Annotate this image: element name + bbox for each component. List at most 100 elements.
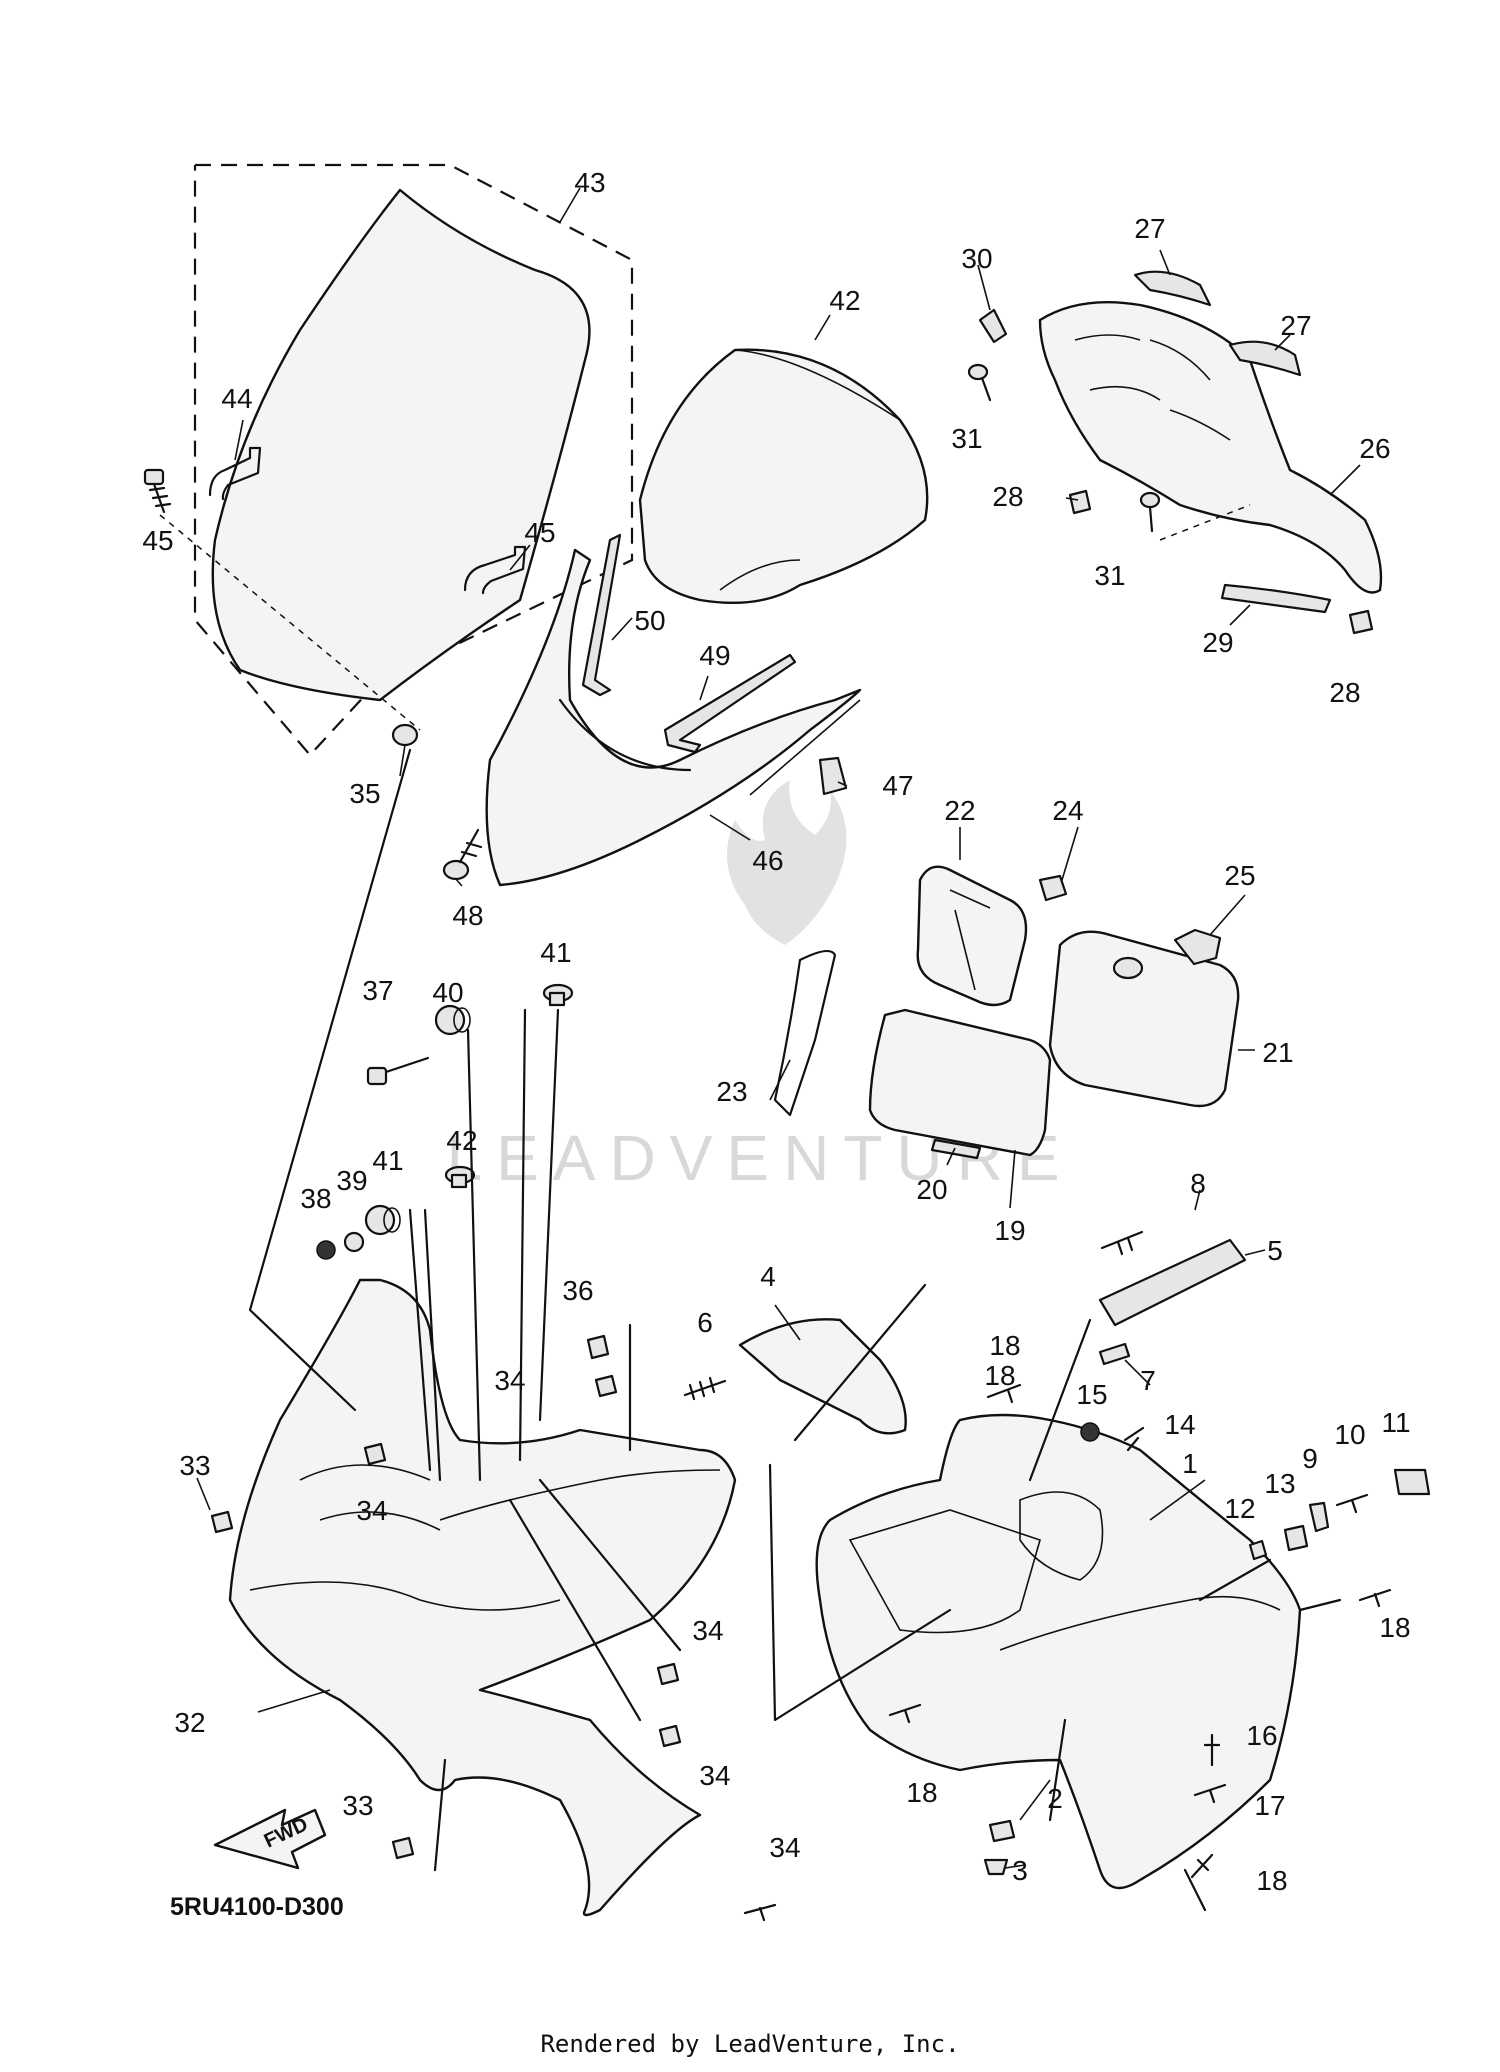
- footer-credit: Rendered by LeadVenture, Inc.: [540, 2030, 959, 2058]
- pad-11: [1393, 1468, 1431, 1496]
- strip-20: [930, 1138, 982, 1160]
- callout: 45: [524, 517, 555, 548]
- callout: 34: [356, 1495, 387, 1526]
- bracket-4: [738, 1318, 907, 1435]
- callout: 2: [1047, 1783, 1063, 1814]
- callout: 22: [944, 795, 975, 826]
- nut-33-a: [210, 1510, 234, 1534]
- callout: 18: [1256, 1865, 1287, 1896]
- callout: 24: [1052, 795, 1083, 826]
- callout: 40: [432, 977, 463, 1008]
- nut-28-right: [1348, 609, 1374, 635]
- callout: 27: [1280, 310, 1311, 341]
- bolt-38: [366, 1056, 430, 1086]
- callout: 34: [699, 1760, 730, 1791]
- callout: 34: [692, 1615, 723, 1646]
- inner-body: [815, 1413, 1302, 1890]
- callout: 49: [699, 640, 730, 671]
- bracket-45-left: [208, 446, 262, 501]
- seal-23: [773, 949, 837, 1117]
- collar-42-top: [542, 983, 574, 1007]
- callout: 14: [1164, 1409, 1195, 1440]
- leader-lines: [196, 187, 1361, 1869]
- callout: 43: [574, 167, 605, 198]
- callout: 9: [1302, 1443, 1318, 1474]
- screw-31-left: [967, 363, 992, 402]
- callout: 13: [1264, 1468, 1295, 1499]
- callout: 28: [1329, 677, 1360, 708]
- diagram-code: 5RU4100-D300: [170, 1893, 344, 1921]
- grommet-41-top: [434, 1004, 471, 1036]
- cover-27-left: [1133, 270, 1212, 307]
- nut-13: [1283, 1524, 1309, 1552]
- bracket-22: [916, 865, 1028, 1007]
- callout: 33: [342, 1790, 373, 1821]
- callout: 26: [1359, 433, 1390, 464]
- lid-seal: [868, 1008, 1052, 1157]
- nut-7: [1098, 1342, 1131, 1366]
- callout: 1: [1182, 1448, 1198, 1479]
- callout: 3: [1012, 1855, 1028, 1886]
- callout: 38: [300, 1183, 331, 1214]
- callout: 41: [540, 937, 571, 968]
- callout: 39: [336, 1165, 367, 1196]
- clip-37: [586, 1334, 610, 1360]
- callout: 42: [446, 1125, 477, 1156]
- bolt-46: [143, 468, 172, 514]
- callout: 21: [1262, 1037, 1293, 1068]
- windshield: [211, 188, 591, 702]
- callout: 32: [174, 1707, 205, 1738]
- callout: 18: [1379, 1612, 1410, 1643]
- callout: 19: [994, 1215, 1025, 1246]
- screw-31-right: [1139, 491, 1161, 533]
- nut-34-c: [656, 1662, 680, 1686]
- stay-5: [1098, 1238, 1247, 1327]
- clip-9: [1308, 1501, 1330, 1533]
- nut-33-b: [391, 1836, 415, 1860]
- callout: 7: [1140, 1365, 1156, 1396]
- clip-48: [818, 756, 848, 796]
- cover-27-right: [1228, 340, 1302, 377]
- grommet-36: [391, 723, 419, 747]
- nut-34-d: [658, 1724, 682, 1748]
- callout: 10: [1334, 1419, 1365, 1450]
- clip-30: [978, 308, 1008, 344]
- callout: 47: [882, 770, 913, 801]
- strip-51: [581, 533, 622, 697]
- front-cowl: [228, 1278, 737, 1917]
- bracket-45-right: [463, 545, 527, 595]
- handlebar-cover: [1038, 300, 1383, 594]
- callout: 23: [716, 1076, 747, 1107]
- washer-15: [1080, 1422, 1100, 1442]
- collar-42-bottom: [444, 1165, 476, 1189]
- nut-28-left: [1068, 489, 1092, 515]
- callout: 18: [989, 1330, 1020, 1361]
- washer-40: [343, 1231, 365, 1253]
- callout: 28: [992, 481, 1023, 512]
- callout: 29: [1202, 627, 1233, 658]
- callout: 31: [1094, 560, 1125, 591]
- callout: 18: [984, 1360, 1015, 1391]
- callout: 34: [494, 1365, 525, 1396]
- callout: 17: [1254, 1790, 1285, 1821]
- callout: 12: [1224, 1493, 1255, 1524]
- screw-49: [442, 828, 483, 881]
- grommet-3: [983, 1858, 1009, 1876]
- assembly-lines: [248, 748, 1342, 1912]
- callout: 20: [916, 1174, 947, 1205]
- callouts: 1 2 3 4 5 6 7 8 9 10 11 12 13 14 15 16 1…: [142, 167, 1410, 1896]
- callout: 50: [634, 605, 665, 636]
- nut-34-a: [594, 1374, 618, 1398]
- callout: 27: [1134, 213, 1165, 244]
- callout: 31: [951, 423, 982, 454]
- lid-21: [1048, 930, 1240, 1108]
- callout: 34: [769, 1832, 800, 1863]
- clip-24: [1038, 874, 1068, 902]
- callout: 35: [349, 778, 380, 809]
- nut-34-b: [363, 1442, 387, 1466]
- callout: 46: [752, 845, 783, 876]
- callout: 33: [179, 1450, 210, 1481]
- latch-25: [1173, 928, 1222, 966]
- callout: 44: [221, 383, 252, 414]
